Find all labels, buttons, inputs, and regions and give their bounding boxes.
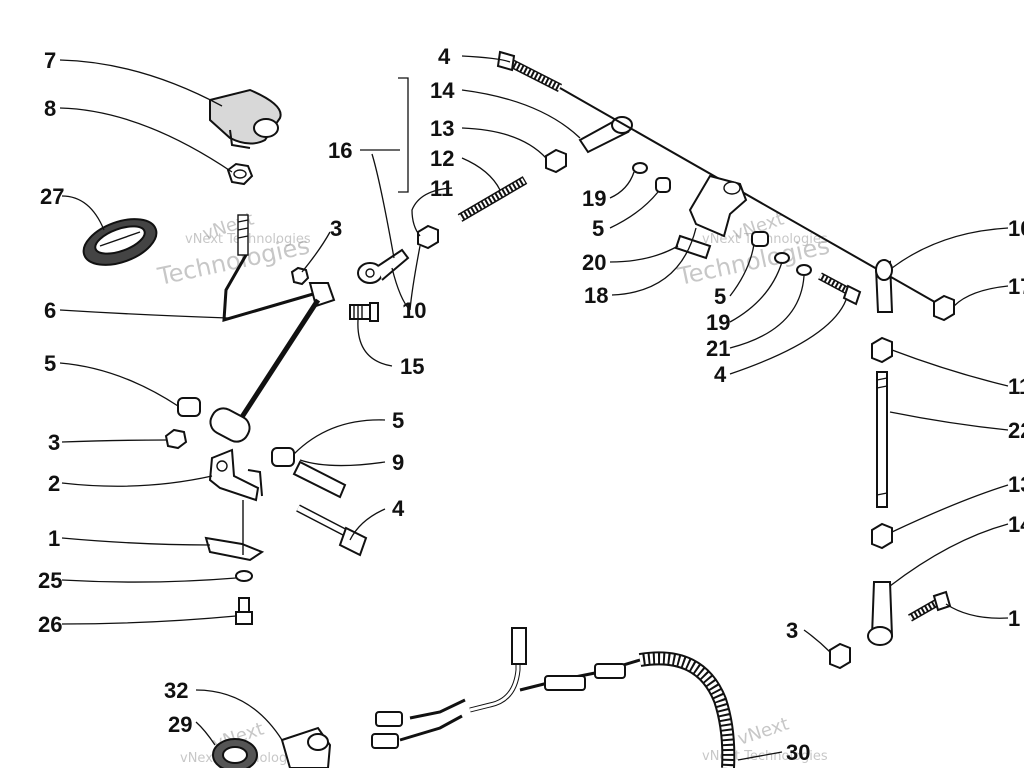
part-6-shift-lever (209, 214, 336, 443)
part-3-nut-lower (164, 428, 188, 450)
part-7-knob-grip (209, 88, 282, 149)
part-14-rod-end (578, 116, 633, 154)
callout-10: 10 (1008, 216, 1024, 241)
callout-3: 3 (786, 618, 798, 643)
part-25-lockwasher (235, 570, 253, 582)
callout-2: 2 (48, 471, 60, 496)
callout-14: 14 (430, 78, 455, 103)
part-20-pin (674, 234, 712, 260)
part-13-nut-right (871, 522, 893, 550)
callout-13: 13 (1008, 472, 1024, 497)
callout-8: 8 (44, 96, 56, 121)
part-32-switch (280, 726, 332, 768)
callout-4: 4 (438, 44, 451, 69)
callout-3: 3 (330, 216, 342, 241)
part-13-nut (545, 148, 567, 174)
leader-lines (59, 55, 1009, 761)
part-2-bracket (208, 448, 263, 502)
part-27-boot (82, 218, 158, 266)
part-14-rod-end-right (867, 581, 894, 646)
part-21-washer (796, 264, 812, 276)
callout-20: 20 (582, 250, 606, 275)
callout-12: 12 (430, 146, 454, 171)
callout-4: 4 (714, 362, 727, 387)
part-1-bolt-right (908, 590, 952, 622)
part-5-bushing-left (177, 397, 201, 417)
callout-9: 9 (392, 450, 404, 475)
callout-19: 19 (582, 186, 606, 211)
part-17-nut (933, 294, 955, 322)
callout-10: 10 (402, 298, 426, 323)
callout-1: 1 (1008, 606, 1020, 631)
callout-labels: 7 8 27 6 5 3 2 1 25 26 3 15 10 5 9 4 16 … (38, 44, 1024, 765)
callout-18: 18 (584, 283, 608, 308)
part-11-nut-right (871, 336, 893, 364)
part-29-bezel (212, 738, 258, 768)
callout-14: 14 (1008, 512, 1024, 537)
callout-21: 21 (706, 336, 730, 361)
callout-7: 7 (44, 48, 56, 73)
part-22-rod (876, 371, 888, 508)
callout-27: 27 (40, 184, 64, 209)
callout-29: 29 (168, 712, 192, 737)
part-4-bolt-right (818, 272, 862, 306)
part-5-bushing-right (271, 447, 295, 467)
part-18-bracket (688, 174, 748, 238)
callout-4: 4 (392, 496, 405, 521)
part-19-washer-lower (774, 252, 790, 264)
part-3-nut-right (829, 642, 851, 670)
callout-22: 22 (1008, 418, 1024, 443)
callout-3: 3 (48, 430, 60, 455)
part-15-bolt (349, 302, 379, 322)
callout-15: 15 (400, 354, 424, 379)
part-10-rod-end-left (357, 248, 410, 284)
part-26-bolt (235, 597, 253, 625)
callout-19: 19 (706, 310, 730, 335)
callout-32: 32 (164, 678, 188, 703)
part-3-nut-upper (290, 266, 310, 286)
wire-harness (371, 627, 736, 768)
part-5-bushing-right-upper (751, 231, 769, 247)
callout-11: 11 (430, 176, 453, 201)
callout-25: 25 (38, 568, 62, 593)
watermark-text: vNext (735, 714, 792, 750)
callout-26: 26 (38, 612, 62, 637)
callout-17: 17 (1008, 274, 1024, 299)
part-1-base-plate (204, 500, 265, 562)
callout-5: 5 (44, 351, 56, 376)
callout-6: 6 (44, 298, 56, 323)
part-9-pin (292, 460, 347, 499)
callout-30: 30 (786, 740, 810, 765)
callout-13: 13 (430, 116, 454, 141)
callout-5: 5 (714, 284, 726, 309)
part-4-bolt-lower (296, 504, 368, 557)
part-10-rod-end-right (874, 259, 894, 313)
part-12-threaded-rod (457, 176, 528, 222)
callout-16: 16 (328, 138, 352, 163)
part-5-bushing-mid (655, 177, 671, 193)
callout-5: 5 (592, 216, 604, 241)
part-19-washer-upper (632, 162, 648, 174)
part-8-nut (226, 162, 254, 186)
part-11-jam-nut (417, 224, 439, 250)
callout-5: 5 (392, 408, 404, 433)
callout-1: 1 (48, 526, 60, 551)
callout-11: 11 (1008, 374, 1024, 399)
